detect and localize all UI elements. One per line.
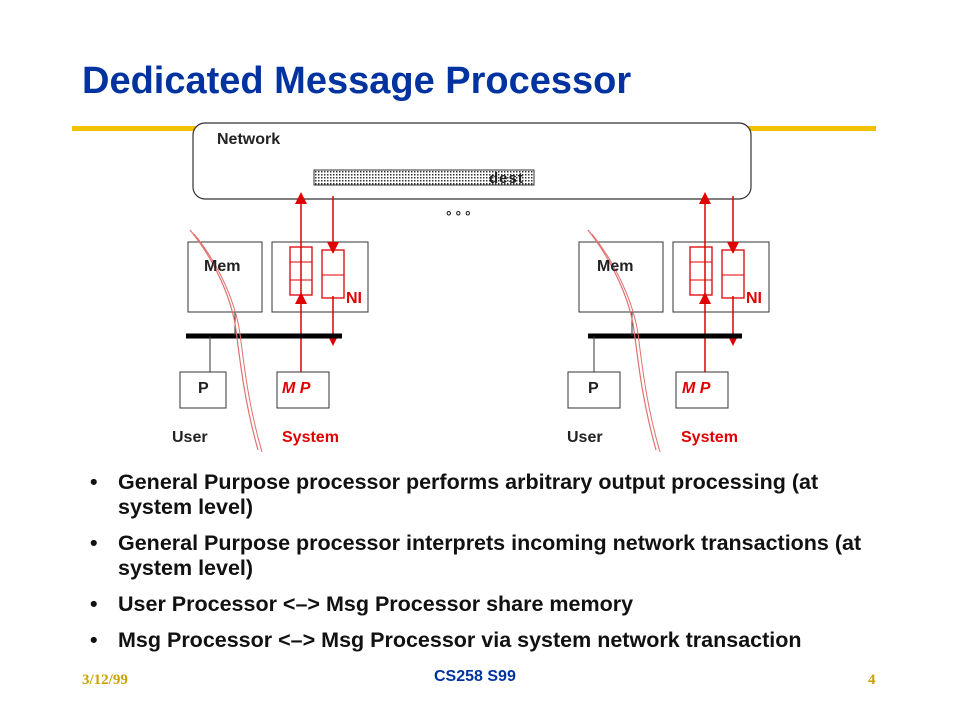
system-label-1: System (282, 429, 339, 446)
p-label-1: P (198, 380, 209, 397)
ellipsis-label: ° ° ° (446, 208, 471, 224)
user-label-1: User (172, 429, 208, 446)
slide-title: Dedicated Message Processor (82, 60, 632, 102)
bullet-text: General Purpose processor performs arbit… (118, 470, 819, 519)
ni-label-2: NI (746, 290, 762, 307)
user-system-boundary-2 (587, 229, 657, 451)
mp-box-2 (675, 371, 729, 409)
bullet-item: • General Purpose processor interprets in… (90, 531, 870, 581)
bullet-list: • General Purpose processor performs arbi… (90, 470, 870, 664)
bullet-item: • User Processor <–> Msg Processor share … (90, 592, 870, 617)
mem-box-2 (578, 241, 664, 313)
bullet-text: User Processor <–> Msg Processor share m… (118, 592, 634, 616)
bullet-text: General Purpose processor interprets inc… (118, 531, 862, 580)
ni-box-2 (672, 241, 770, 313)
bullet-dot-icon: • (90, 592, 98, 616)
bullet-text: Msg Processor <–> Msg Processor via syst… (118, 628, 802, 652)
mp-label-2: M P (682, 380, 711, 397)
ni-label-1: NI (346, 290, 362, 307)
footer-course: CS258 S99 (434, 668, 516, 685)
bullet-item: • Msg Processor <–> Msg Processor via sys… (90, 628, 870, 653)
mem-label-1: Mem (204, 258, 241, 275)
p-box-1 (179, 371, 227, 409)
p-label-2: P (588, 380, 599, 397)
user-system-boundary-1 (189, 229, 259, 451)
mem-box-1 (187, 241, 263, 313)
mp-label-1: M P (282, 380, 311, 397)
bullet-dot-icon: • (90, 628, 98, 652)
ni-buffer-in-2 (721, 249, 745, 299)
footer-date: 3/12/99 (82, 672, 128, 688)
p-box-2 (567, 371, 621, 409)
ni-box-1 (271, 241, 369, 313)
user-label-2: User (567, 429, 603, 446)
bullet-dot-icon: • (90, 531, 98, 555)
footer-page-number: 4 (868, 672, 876, 688)
ni-buffer-in-1 (321, 249, 345, 299)
mp-box-1 (276, 371, 330, 409)
system-label-2: System (681, 429, 738, 446)
dest-label: dest (489, 170, 524, 187)
mem-label-2: Mem (597, 258, 634, 275)
network-label: Network (217, 131, 281, 148)
dest-packet (313, 169, 535, 186)
bullet-dot-icon: • (90, 470, 98, 494)
bullet-item: • General Purpose processor performs arbi… (90, 470, 870, 520)
ni-buffer-out-2 (689, 246, 713, 296)
